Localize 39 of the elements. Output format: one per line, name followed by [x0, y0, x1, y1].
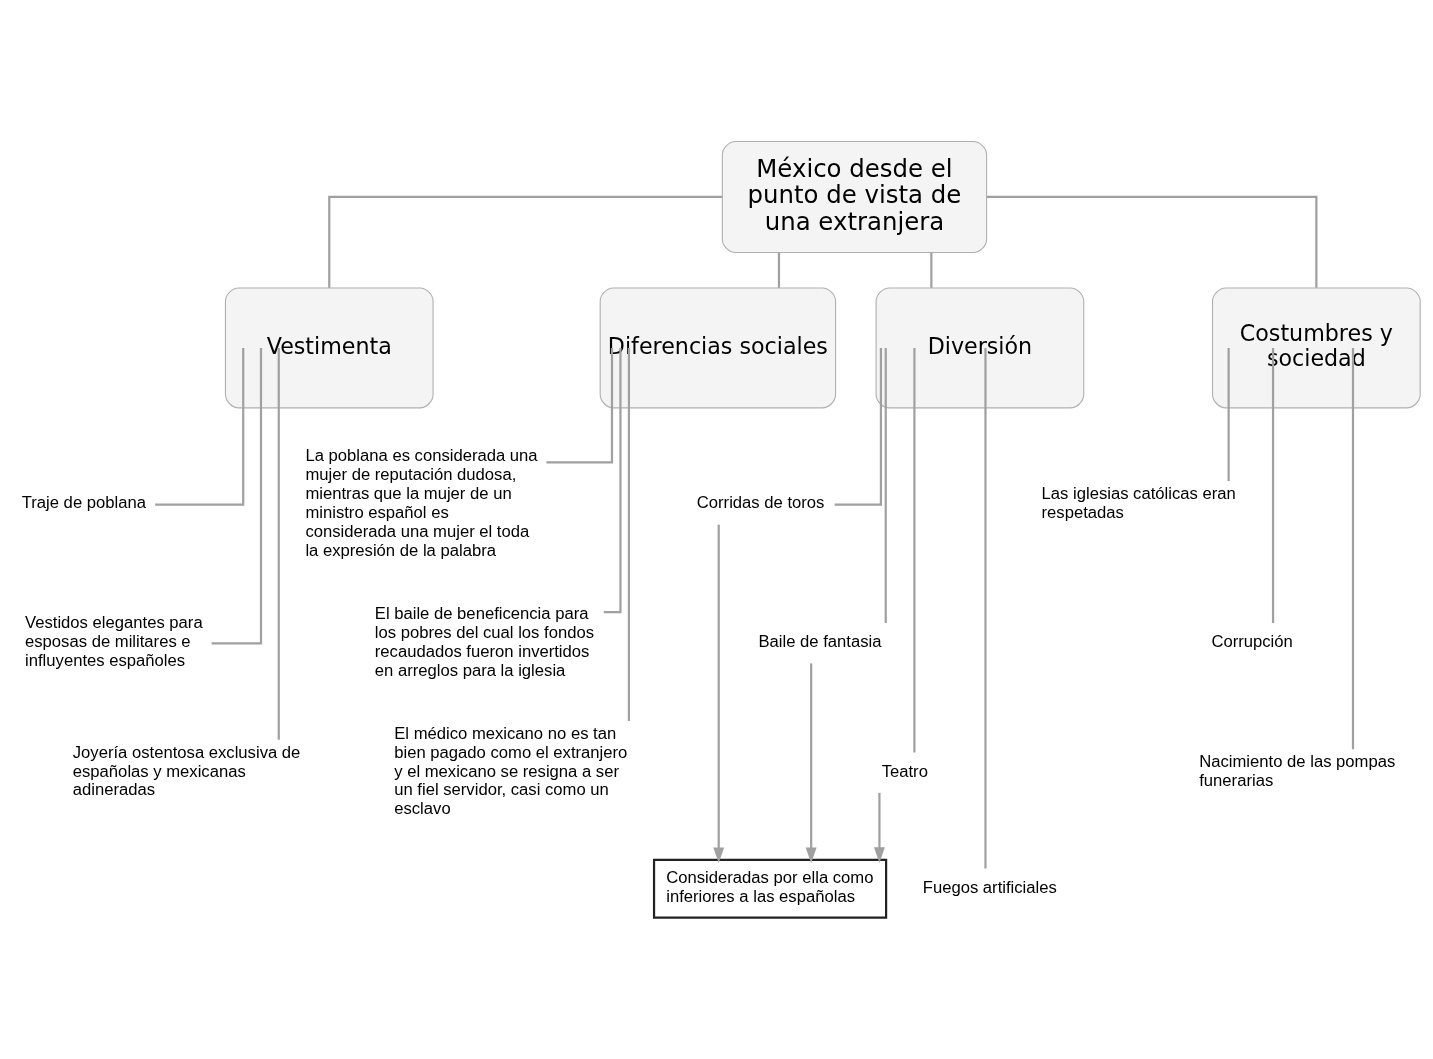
arrow: [713, 524, 725, 864]
connector: [603, 347, 622, 614]
node-box: Diversión: [875, 287, 1085, 409]
node-text: Corrupción: [1211, 632, 1293, 652]
node-text: Fuegos artificiales: [922, 877, 1057, 897]
node-box: México desde el punto de vista de una extranjera: [721, 140, 988, 254]
node-text: Vestidos elegantes para esposas de militares e influyentes españoles: [25, 613, 203, 671]
connector: [211, 347, 263, 645]
node-text: Las iglesias católicas eran respetadas: [1041, 483, 1236, 522]
connector: [986, 195, 1318, 288]
connector: [984, 347, 987, 869]
node-text: Teatro: [881, 761, 928, 781]
node-text: Corridas de toros: [696, 493, 825, 513]
node-text: El baile de beneficencia para los pobres del cual los fondos recaudados fueron invertidos en arreglos para la iglesia: [374, 603, 595, 680]
connector: [546, 347, 614, 464]
connector: [834, 347, 883, 506]
node-box: Diferencias sociales: [599, 287, 837, 409]
connector: [328, 195, 723, 288]
connector: [1351, 347, 1355, 750]
connector: [155, 347, 245, 506]
node-text: Nacimiento de las pompas funerarias: [1199, 752, 1396, 790]
arrow: [874, 792, 885, 863]
connector: [1227, 347, 1230, 482]
node-box: Consideradas por ella como inferiores a las españolas: [652, 858, 888, 919]
node-text: Baile de fantasia: [758, 632, 882, 652]
node-box: Costumbres y sociedad: [1212, 287, 1421, 409]
connector: [930, 252, 933, 288]
connector: [627, 347, 631, 721]
connector: [913, 347, 916, 753]
arrow: [805, 663, 817, 864]
node-text: La poblana es considerada una mujer de reputación dudosa, mientras que la mujer de un ministro español es considerada una mujer el toda la expresión de la palabra: [305, 446, 538, 560]
node-text: El médico mexicano no es tan bien pagado como el extranjero y el mexicano se resigna a ser un fiel servidor, casi como un esclavo: [394, 723, 628, 819]
connector: [884, 347, 887, 623]
node-box: Vestimenta: [224, 287, 434, 409]
node-text: Traje de poblana: [21, 493, 146, 513]
connector: [1271, 347, 1275, 623]
node-text: Joyería ostentosa exclusiva de españolas y mexicanas adineradas: [72, 742, 301, 800]
connector: [277, 347, 280, 740]
connector: [777, 252, 781, 288]
